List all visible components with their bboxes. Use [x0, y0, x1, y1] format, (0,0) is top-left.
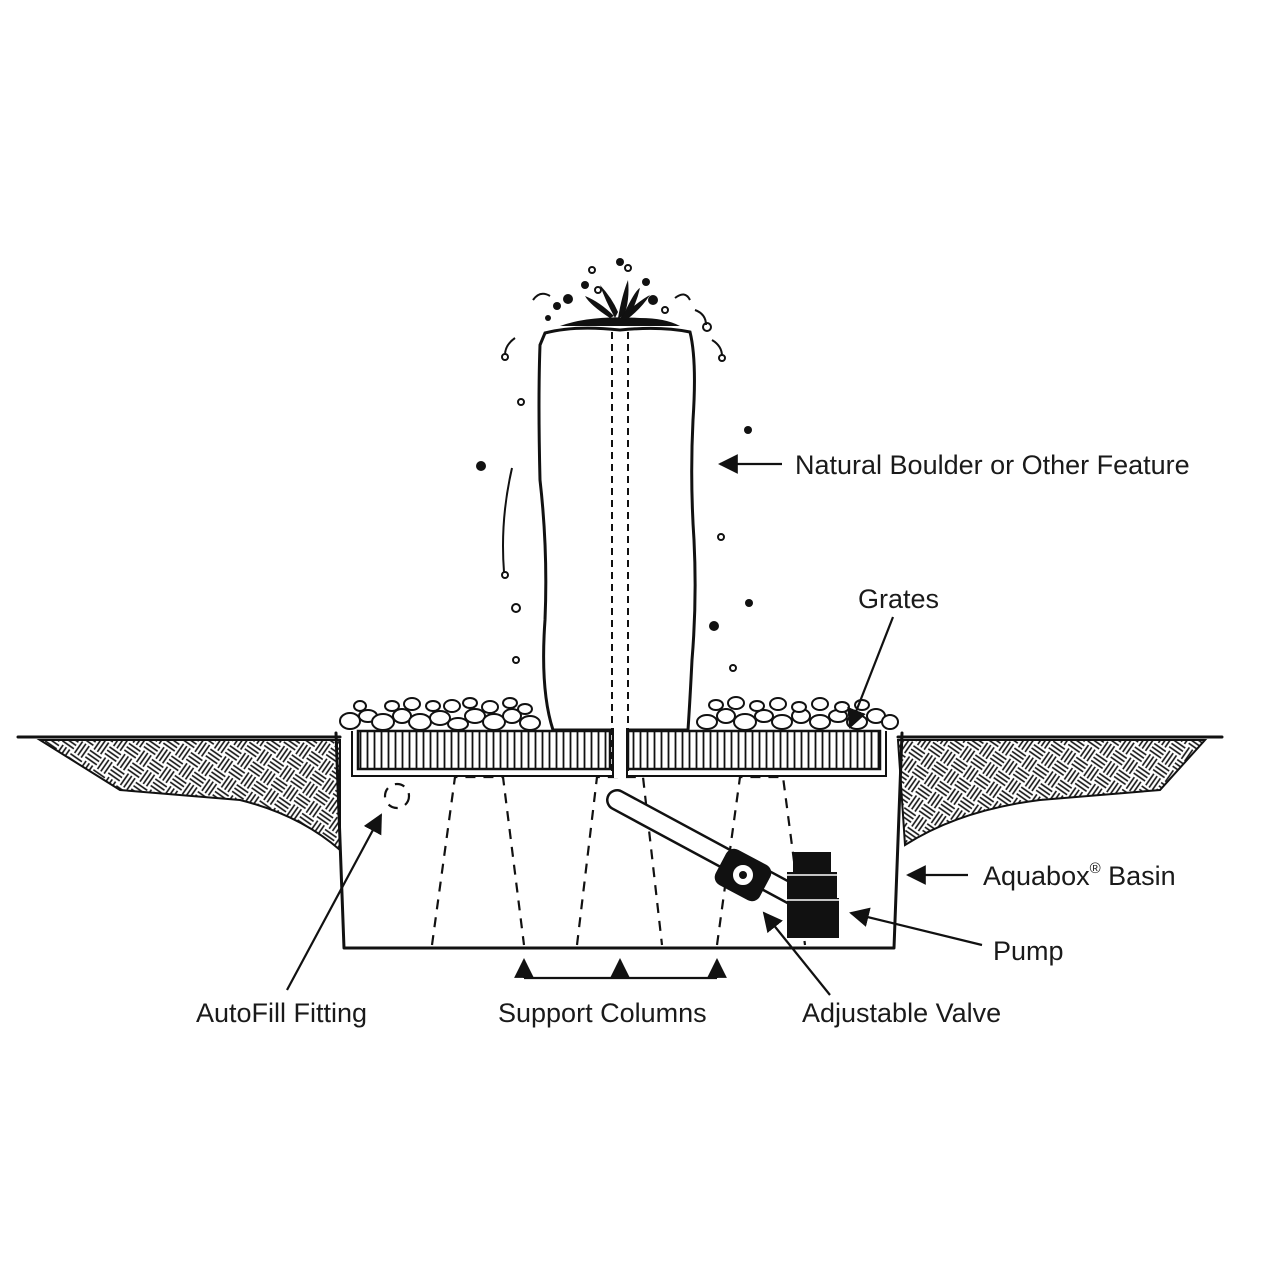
arrow-grates — [847, 616, 895, 729]
soil-right — [896, 739, 1208, 847]
autofill-fitting — [383, 782, 411, 810]
label-basin-name: Aquabox — [983, 861, 1090, 891]
label-basin: Aquabox® Basin — [983, 860, 1176, 891]
pebbles-left — [339, 697, 541, 731]
aquabox-basin — [334, 731, 904, 950]
soil-left — [36, 739, 341, 853]
label-basin-suffix: Basin — [1101, 861, 1176, 891]
callout-arrows — [286, 454, 983, 996]
label-pump: Pump — [993, 936, 1064, 966]
water-drops — [476, 258, 753, 672]
discharge-pipe — [606, 789, 819, 914]
pebbles-right — [696, 696, 899, 731]
boulder — [537, 326, 697, 732]
label-valve: Adjustable Valve — [802, 998, 1001, 1028]
grates — [351, 729, 887, 777]
pump — [787, 852, 839, 938]
adjustable-valve — [714, 848, 772, 902]
label-boulder: Natural Boulder or Other Feature — [795, 450, 1190, 480]
arrow-valve — [762, 911, 831, 996]
label-basin-sup: ® — [1090, 860, 1101, 877]
label-support-columns: Support Columns — [498, 998, 707, 1028]
feed-pipe — [611, 332, 629, 778]
plant — [560, 280, 680, 326]
arrow-pump — [849, 907, 983, 947]
label-autofill: AutoFill Fitting — [196, 998, 367, 1028]
label-grates: Grates — [858, 584, 939, 614]
arrow-autofill — [286, 813, 382, 991]
